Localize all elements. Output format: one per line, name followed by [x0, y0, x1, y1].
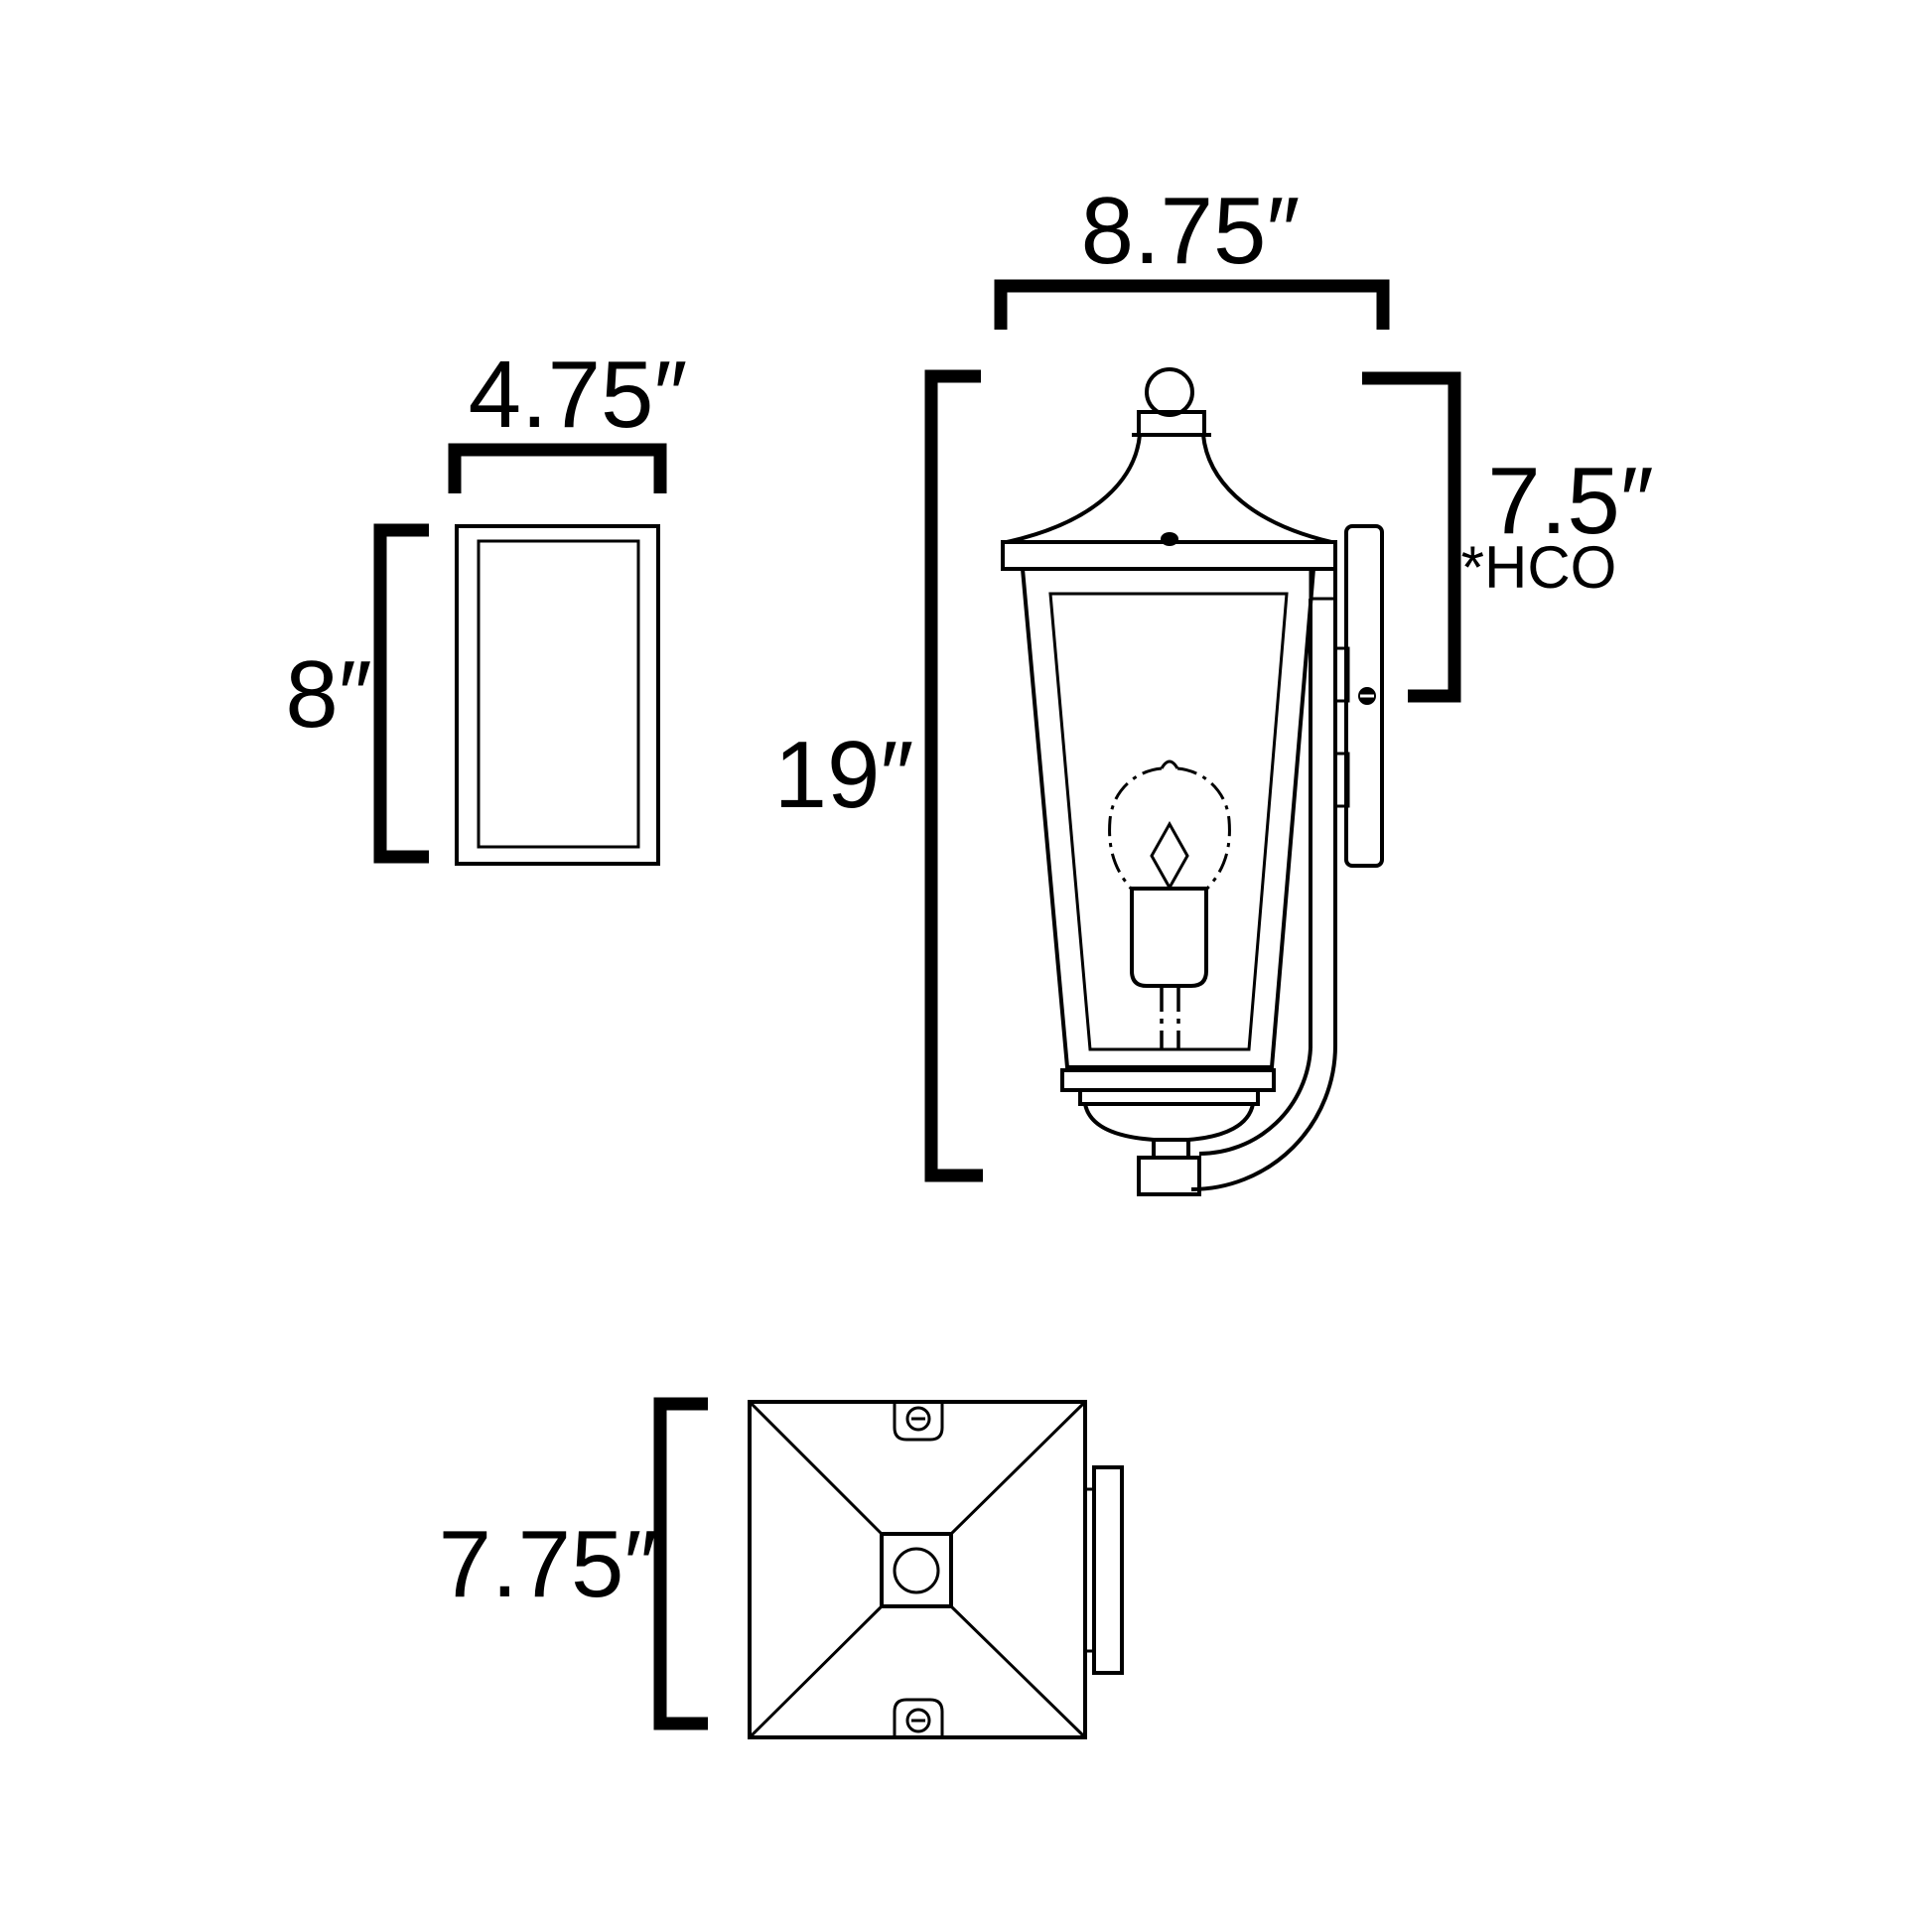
roof-curve-left: [1006, 434, 1142, 544]
top-view-center-square: [880, 1532, 953, 1608]
wall-plate-side: [1344, 524, 1384, 868]
roof-diagonal-br: [949, 1604, 1087, 1739]
bottom-bell-right: [1187, 1103, 1255, 1142]
bulb-outline-left: [1108, 766, 1163, 891]
top-rim-band: [1001, 540, 1337, 571]
roof-diagonal-tl: [748, 1400, 884, 1536]
bottom-neck: [1152, 1138, 1190, 1160]
screw-bottom-icon: [905, 1708, 931, 1733]
lantern-height-bracket: [924, 369, 983, 1182]
backplate-outer-rect: [455, 524, 660, 866]
lantern-top-view: 7.75″: [439, 1397, 1124, 1739]
bottom-band-upper: [1060, 1068, 1276, 1092]
lantern-side-view: 8.75″ 19″ 7.5″ *HCO: [774, 178, 1654, 1196]
side-view-height-label: 19″: [774, 722, 914, 828]
top-view-wall-plate-edge: [1092, 1465, 1124, 1675]
roof-diagonal-bl: [748, 1604, 884, 1739]
width-dimension-bracket: [448, 443, 667, 493]
top-view-depth-label: 7.75″: [439, 1511, 658, 1617]
backplate-inner-rect: [477, 539, 640, 849]
mount-height-bracket: [1362, 371, 1461, 703]
bottom-knob: [1137, 1156, 1201, 1196]
mount-height-label: 7.5″: [1487, 448, 1653, 554]
rim-vent-dot-icon: [1161, 532, 1178, 546]
screw-tab-top: [893, 1402, 944, 1442]
bottom-band-lower: [1078, 1088, 1260, 1106]
bulb-filament-support: [1150, 820, 1189, 892]
front-view-height-label: 8″: [285, 641, 371, 748]
roof-curve-right: [1201, 434, 1332, 544]
side-view-width-label: 8.75″: [1081, 178, 1301, 284]
cage-glass-panel: [1048, 592, 1289, 1051]
top-view-finial-circle: [893, 1547, 940, 1594]
bulb-outline-right: [1176, 766, 1231, 892]
cage-outer: [1021, 568, 1315, 1069]
screw-tab-bottom: [893, 1698, 944, 1737]
finial-ball: [1145, 367, 1194, 417]
arm-inner-curve: [1198, 1047, 1312, 1157]
height-dimension-bracket: [373, 523, 429, 864]
arm-outer-curve: [1190, 1044, 1337, 1191]
lamp-socket: [1130, 887, 1208, 988]
bulb-tip: [1160, 759, 1179, 769]
roof-diagonal-tr: [949, 1400, 1087, 1536]
mount-height-note-label: *HCO: [1461, 534, 1617, 601]
backplate-front-view: 4.75″ 8″: [285, 342, 688, 866]
screw-top-icon: [905, 1406, 931, 1432]
bottom-bell-left: [1083, 1103, 1155, 1142]
top-view-depth-bracket: [653, 1397, 708, 1730]
front-view-width-label: 4.75″: [469, 342, 688, 448]
lantern-width-bracket: [994, 279, 1390, 330]
